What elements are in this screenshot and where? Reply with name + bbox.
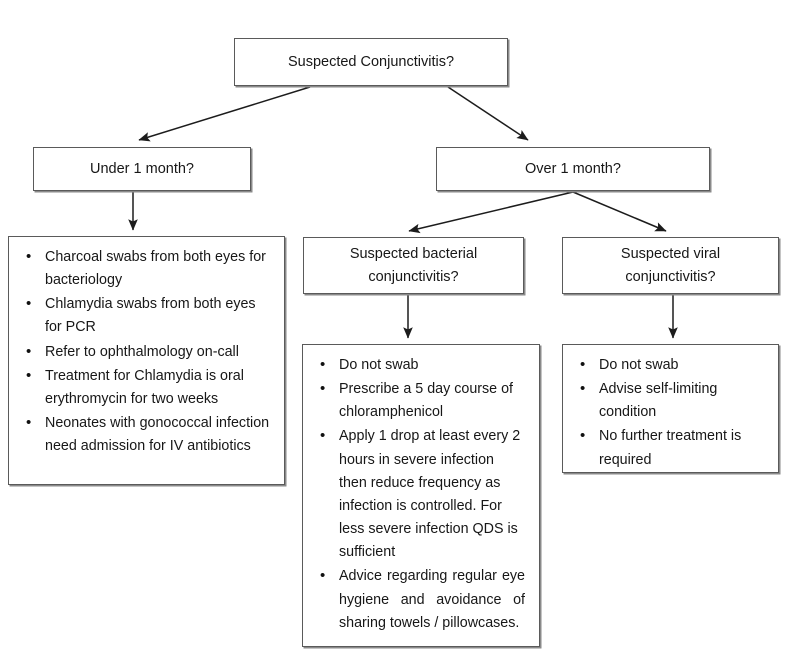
list-item: Chlamydia swabs from both eyes for PCR <box>26 292 270 339</box>
list-item: Neonates with gonococcal infection need … <box>26 411 270 458</box>
bacterial-actions-list: Do not swab Prescribe a 5 day course of … <box>307 353 529 635</box>
edge-root-to-under <box>138 86 311 142</box>
list-item: Apply 1 drop at least every 2 hours in s… <box>320 424 525 564</box>
node-suspected-bacterial[interactable]: Suspected bacterial conjunctivitis? <box>303 237 524 294</box>
list-item: Do not swab <box>580 353 764 377</box>
list-item: Prescribe a 5 day course of chlorampheni… <box>320 377 525 424</box>
node-suspected-conjunctivitis[interactable]: Suspected Conjunctivitis? <box>234 38 508 86</box>
neonatal-actions-list: Charcoal swabs from both eyes for bacter… <box>13 245 274 458</box>
node-bacterial-actions: Do not swab Prescribe a 5 day course of … <box>302 344 540 647</box>
node-viral-actions: Do not swab Advise self-limiting conditi… <box>562 344 779 473</box>
node-under-one-month-label: Under 1 month? <box>90 160 194 177</box>
node-neonatal-actions: Charcoal swabs from both eyes for bacter… <box>8 236 285 485</box>
list-item: Refer to ophthalmology on-call <box>26 340 270 364</box>
node-over-one-month-label: Over 1 month? <box>525 160 621 177</box>
list-item: Charcoal swabs from both eyes for bacter… <box>26 245 270 292</box>
node-suspected-bacterial-line1: Suspected bacterial <box>349 246 478 263</box>
node-suspected-bacterial-label: Suspected bacterial conjunctivitis? <box>344 243 483 288</box>
list-item: Advice regarding regular eye hygiene and… <box>320 564 525 634</box>
node-suspected-viral-label: Suspected viral conjunctivitis? <box>615 243 726 288</box>
node-suspected-bacterial-line2: conjunctivitis? <box>368 268 459 285</box>
list-item: Do not swab <box>320 353 525 377</box>
edge-over-to-bacterial <box>408 191 574 234</box>
node-suspected-viral-line2: conjunctivitis? <box>625 268 716 285</box>
node-under-one-month[interactable]: Under 1 month? <box>33 147 251 191</box>
node-suspected-conjunctivitis-label: Suspected Conjunctivitis? <box>287 53 455 70</box>
node-over-one-month[interactable]: Over 1 month? <box>436 147 710 191</box>
list-item: Advise self-limiting condition <box>580 377 764 424</box>
edge-root-to-over <box>447 86 529 141</box>
list-item: Treatment for Chlamydia is oral erythrom… <box>26 364 270 411</box>
list-item: No further treatment is required <box>580 424 764 471</box>
edge-over-to-viral <box>572 191 667 232</box>
node-suspected-viral[interactable]: Suspected viral conjunctivitis? <box>562 237 779 294</box>
viral-actions-list: Do not swab Advise self-limiting conditi… <box>567 353 768 472</box>
node-suspected-viral-line1: Suspected viral <box>620 246 721 263</box>
